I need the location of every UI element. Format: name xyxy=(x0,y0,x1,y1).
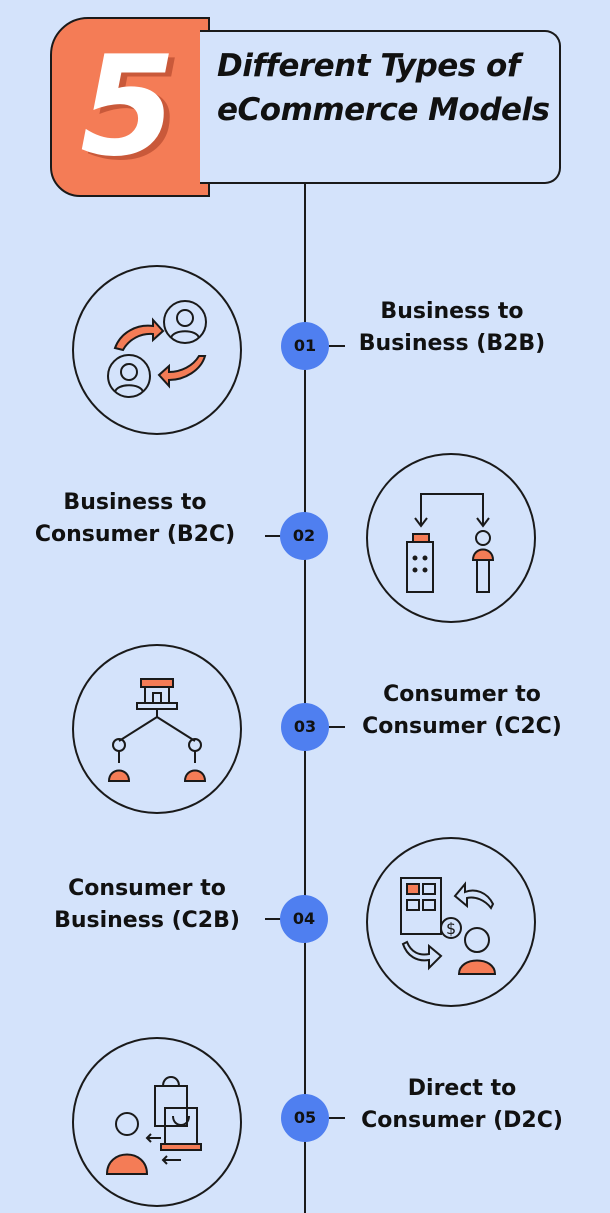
model-label-b2b: Business to Business (B2B) xyxy=(358,299,546,356)
connector xyxy=(265,535,281,537)
model-label-d2c: Direct to Consumer (D2C) xyxy=(361,1076,563,1133)
building-to-person-icon xyxy=(366,453,536,623)
step-node-01: 01 xyxy=(281,322,329,370)
title-number-box xyxy=(50,17,210,197)
model-label-c2b: Consumer to Business (C2B) xyxy=(54,876,240,933)
model-label-b2c: Business to Consumer (B2C) xyxy=(34,490,236,547)
connector xyxy=(265,918,281,920)
title-box xyxy=(200,30,561,184)
people-exchange-icon xyxy=(72,265,242,435)
connector xyxy=(329,1117,345,1119)
svg-text:$: $ xyxy=(446,919,456,938)
step-node-04: 04 xyxy=(280,895,328,943)
timeline-line xyxy=(304,183,306,1213)
step-node-03: 03 xyxy=(281,703,329,751)
person-payment-building-icon: $ xyxy=(366,837,536,1007)
model-label-c2c: Consumer to Consumer (C2C) xyxy=(362,682,562,739)
connector xyxy=(329,726,345,728)
connector xyxy=(329,345,345,347)
shopping-bag-consumer-icon xyxy=(72,1037,242,1207)
page-title: Different Types of eCommerce Models xyxy=(217,48,550,128)
step-node-05: 05 xyxy=(281,1094,329,1142)
shop-network-icon xyxy=(72,644,242,814)
step-node-02: 02 xyxy=(280,512,328,560)
title-number: 5 xyxy=(79,26,177,187)
